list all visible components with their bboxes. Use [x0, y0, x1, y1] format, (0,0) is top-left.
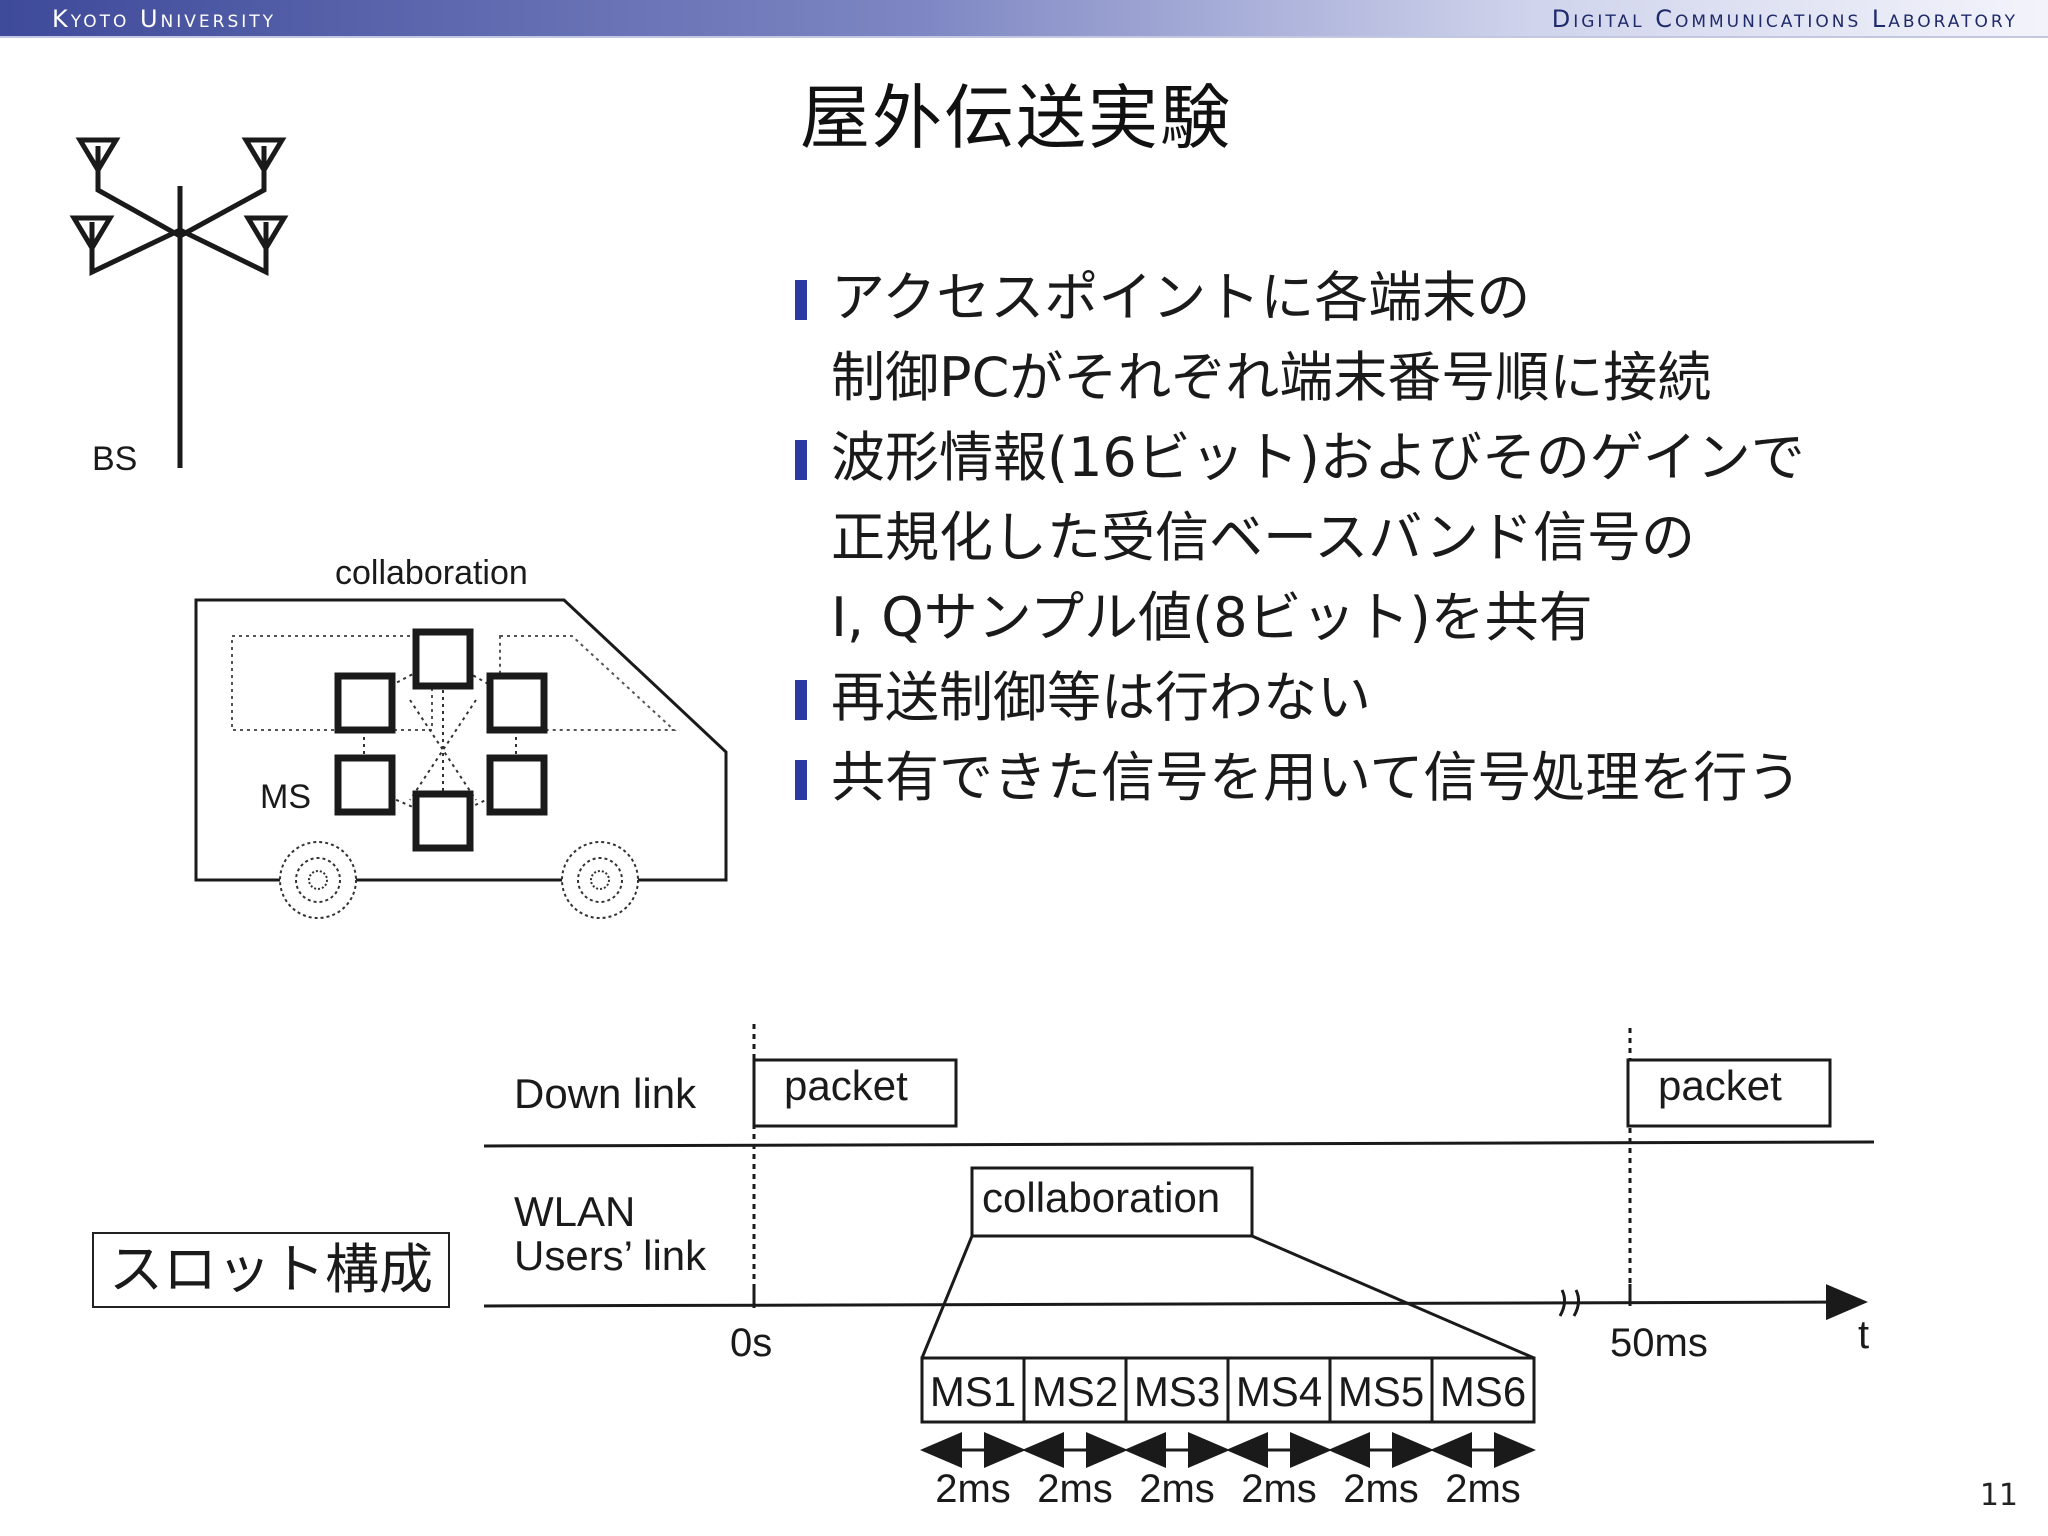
bullet-item: 共有できた信号を用いて信号処理を行う	[795, 738, 1995, 818]
slot-collaboration-label: collaboration	[982, 1174, 1220, 1221]
ms-slot-row: MS1 MS2 MS3 MS4 MS5 MS6	[920, 1356, 1536, 1424]
bullet-continuation: 制御PCがそれぞれ端末番号順に接続	[831, 346, 1712, 409]
bullet-continuation: 正規化した受信ベースバンド信号の	[831, 506, 1695, 569]
collaboration-label: collaboration	[335, 554, 528, 592]
bullet-marker	[795, 440, 807, 480]
time-50ms-label: 50ms	[1610, 1321, 1708, 1365]
car-icon	[194, 598, 728, 919]
ms-slot-label: MS3	[1134, 1368, 1220, 1415]
bullet-marker	[795, 280, 807, 320]
bs-label: BS	[92, 440, 137, 478]
users-link-label: Users’ link	[514, 1232, 707, 1279]
timing-diagram: MS1 MS2 MS3 MS4 MS5 MS6 2ms 2ms 2ms 2ms 2ms 2ms	[483, 1024, 1875, 1511]
bullet-item: 再送制御等は行わない	[795, 658, 1995, 738]
bullet-item: アクセスポイントに各端末の	[795, 258, 1995, 338]
bullet-continuation: I, Qサンプル値(8ビット)を共有	[831, 586, 1593, 649]
ms-slot-box	[1328, 1356, 1434, 1424]
bullet-text: 波形情報(16ビット)およびそのゲインで	[831, 426, 1805, 489]
page-number: 11	[1979, 1478, 2018, 1513]
ms-slot-box	[1430, 1356, 1536, 1424]
bullet-marker	[795, 680, 807, 720]
bullet-text: 共有できた信号を用いて信号処理を行う	[831, 746, 1802, 809]
ms-slot-box	[1124, 1356, 1230, 1424]
packet-label-2: packet	[1658, 1062, 1782, 1109]
bullet-text: 再送制御等は行わない	[831, 666, 1371, 729]
packet-label-1: packet	[784, 1062, 908, 1109]
ms-slot-label: MS1	[930, 1368, 1016, 1415]
duration-label: 2ms	[1241, 1467, 1317, 1511]
bullet-marker	[795, 760, 807, 800]
bullet-list: アクセスポイントに各端末の制御PCがそれぞれ端末番号順に接続波形情報(16ビット…	[795, 258, 1995, 818]
duration-label: 2ms	[1139, 1467, 1215, 1511]
slot-structure-label: スロット構成	[92, 1232, 450, 1308]
packet-box-1	[752, 1058, 958, 1128]
header-bar: Kyoto University Digital Communications …	[0, 0, 2048, 38]
duration-arrow-row: 2ms 2ms 2ms 2ms 2ms 2ms	[920, 1432, 1536, 1511]
duration-label: 2ms	[1445, 1467, 1521, 1511]
bullet-text: アクセスポイントに各端末の	[831, 266, 1531, 329]
header-university: Kyoto University	[52, 5, 277, 33]
bullet-item: 波形情報(16ビット)およびそのゲインで	[795, 418, 1995, 498]
slide-title: 屋外伝送実験	[800, 77, 1232, 159]
ms-slot-label: MS4	[1236, 1368, 1322, 1415]
duration-label: 2ms	[1037, 1467, 1113, 1511]
time-axis-label: t	[1858, 1313, 1869, 1357]
time-zero-label: 0s	[730, 1321, 772, 1365]
ms-slot-label: MS5	[1338, 1368, 1424, 1415]
duration-label: 2ms	[935, 1467, 1011, 1511]
downlink-label: Down link	[514, 1070, 697, 1117]
collaboration-box	[970, 1166, 1254, 1238]
header-lab: Digital Communications Laboratory	[1551, 5, 2018, 33]
ms-slot-label: MS2	[1032, 1368, 1118, 1415]
base-station-icon	[69, 137, 289, 468]
ms-slot-label: MS6	[1440, 1368, 1526, 1415]
ms-slot-box	[1022, 1356, 1128, 1424]
packet-box-2	[1626, 1058, 1832, 1128]
ms-label: MS	[260, 778, 311, 816]
wlan-label: WLAN	[514, 1188, 635, 1235]
ms-slot-box	[920, 1356, 1026, 1424]
duration-label: 2ms	[1343, 1467, 1419, 1511]
